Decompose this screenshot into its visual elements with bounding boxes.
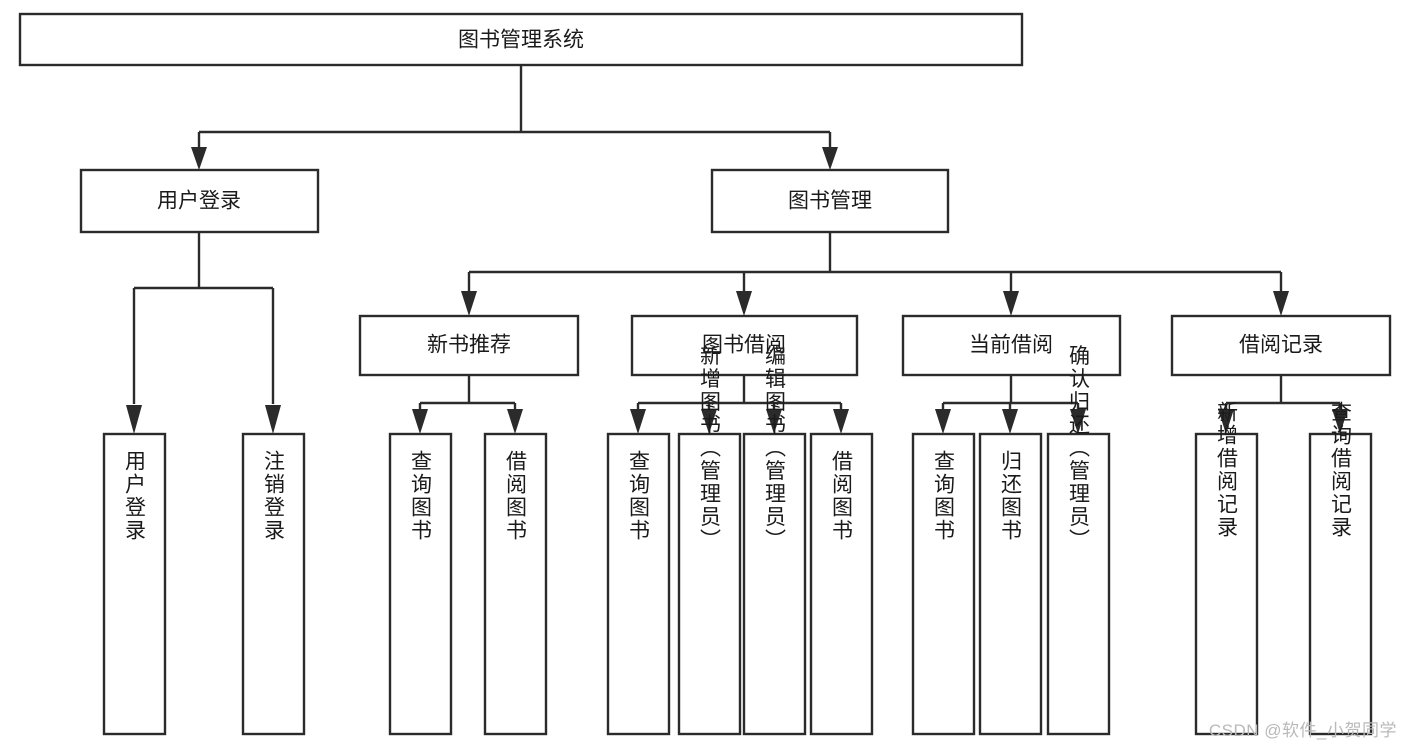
csdn-watermark: CSDN @软件_小贺同学 (1208, 721, 1397, 740)
node-leaf-query-book-2-box[interactable] (606, 432, 671, 736)
node-leaf-edit-book-label: 编辑图书（管理员） (763, 345, 787, 552)
node-leaf-confirm-return-box[interactable] (1046, 432, 1111, 736)
node-leaf-confirm-return-label: 确认归还（管理员） (1067, 345, 1091, 552)
node-book-borrow[interactable]: 图书借阅 (630, 314, 859, 377)
node-leaf-query-book-2-label: 查询图书 (627, 450, 651, 542)
node-leaf-borrow-book-1[interactable]: 借阅图书 (483, 432, 548, 736)
arrow-to-new-book-recommend (461, 291, 477, 316)
node-leaf-query-book-2[interactable]: 查询图书 (606, 432, 671, 736)
arrow-to-leaf-logout (265, 405, 281, 434)
arrow-to-borrow-record (1273, 291, 1289, 316)
arrow-to-book-borrow (736, 291, 752, 316)
arrow-to-leaf-borrow-book-1 (507, 409, 523, 434)
node-leaf-query-book-3-label: 查询图书 (932, 450, 956, 542)
node-book-manage[interactable]: 图书管理 (710, 168, 950, 234)
arrow-to-leaf-query-book-3 (935, 409, 951, 434)
node-leaf-add-book[interactable]: 新增图书（管理员） (677, 345, 742, 736)
node-root-box[interactable] (18, 12, 1024, 67)
arrow-to-leaf-return-book (1002, 409, 1018, 434)
node-leaf-user-login-box[interactable] (102, 432, 167, 736)
node-leaf-return-book-box[interactable] (978, 432, 1043, 736)
node-root[interactable]: 图书管理系统 (18, 12, 1024, 67)
node-leaf-add-record[interactable]: 新增借阅记录 (1194, 401, 1259, 736)
node-user-login-label: 用户登录 (157, 190, 241, 213)
arrow-to-leaf-edit-book (766, 409, 782, 434)
arrow-to-book-manage (822, 147, 838, 170)
node-current-borrow-box[interactable] (901, 314, 1122, 377)
arrow-to-user-login (191, 147, 207, 170)
node-new-book-recommend-box[interactable] (358, 314, 580, 377)
node-borrow-record-box[interactable] (1170, 314, 1392, 377)
node-new-book-recommend[interactable]: 新书推荐 (358, 314, 580, 377)
arrow-to-leaf-query-record (1332, 409, 1348, 434)
node-leaf-query-record-label: 查询借阅记录 (1329, 401, 1353, 539)
node-leaf-query-record[interactable]: 查询借阅记录 (1308, 401, 1373, 736)
node-leaf-borrow-book-2[interactable]: 借阅图书 (809, 432, 874, 736)
node-leaf-add-record-label: 新增借阅记录 (1215, 401, 1239, 539)
node-book-manage-label: 图书管理 (788, 190, 872, 213)
node-leaf-query-book-1[interactable]: 查询图书 (388, 432, 453, 736)
node-leaf-add-book-box[interactable] (677, 432, 742, 736)
node-leaf-query-book-1-label: 查询图书 (409, 450, 433, 542)
node-leaf-query-record-box[interactable] (1308, 432, 1373, 736)
node-leaf-edit-book-box[interactable] (742, 432, 807, 736)
arrow-to-leaf-confirm-return (1070, 409, 1086, 434)
node-book-borrow-box[interactable] (630, 314, 859, 377)
node-borrow-record-label: 借阅记录 (1239, 334, 1323, 357)
arrow-to-leaf-add-book (701, 409, 717, 434)
node-book-manage-box[interactable] (710, 168, 950, 234)
arrow-to-leaf-add-record (1218, 409, 1234, 434)
node-leaf-user-login-label: 用户登录 (123, 450, 147, 542)
node-leaf-borrow-book-2-box[interactable] (809, 432, 874, 736)
arrow-to-leaf-query-book-1 (412, 409, 428, 434)
arrow-to-current-borrow (1003, 291, 1019, 316)
node-leaf-query-book-1-box[interactable] (388, 432, 453, 736)
arrow-to-leaf-borrow-book-2 (833, 409, 849, 434)
node-book-borrow-label: 图书借阅 (702, 334, 786, 357)
node-leaf-borrow-book-2-label: 借阅图书 (830, 450, 854, 542)
node-root-label: 图书管理系统 (458, 29, 584, 52)
node-leaf-user-login[interactable]: 用户登录 (102, 432, 167, 736)
arrow-to-leaf-query-book-2 (630, 409, 646, 434)
node-leaf-return-book-label: 归还图书 (999, 450, 1023, 542)
node-leaf-return-book[interactable]: 归还图书 (978, 432, 1043, 736)
node-leaf-query-book-3-box[interactable] (911, 432, 976, 736)
node-user-login-box[interactable] (79, 168, 320, 234)
node-leaf-add-book-label: 新增图书（管理员） (698, 345, 722, 552)
node-borrow-record[interactable]: 借阅记录 (1170, 314, 1392, 377)
node-leaf-borrow-book-1-label: 借阅图书 (504, 450, 528, 542)
node-current-borrow[interactable]: 当前借阅 (901, 314, 1122, 377)
node-new-book-recommend-label: 新书推荐 (427, 334, 511, 357)
node-leaf-borrow-book-1-box[interactable] (483, 432, 548, 736)
arrow-to-leaf-user-login (126, 405, 142, 434)
node-leaf-logout[interactable]: 注销登录 (241, 432, 306, 736)
node-user-login[interactable]: 用户登录 (79, 168, 320, 234)
node-current-borrow-label: 当前借阅 (969, 334, 1053, 357)
node-leaf-add-record-box[interactable] (1194, 432, 1259, 736)
node-leaf-logout-box[interactable] (241, 432, 306, 736)
node-leaf-confirm-return[interactable]: 确认归还（管理员） (1046, 345, 1111, 736)
connector-group (126, 65, 1348, 434)
node-leaf-edit-book[interactable]: 编辑图书（管理员） (742, 345, 807, 736)
node-leaf-logout-label: 注销登录 (262, 450, 286, 542)
node-leaf-query-book-3[interactable]: 查询图书 (911, 432, 976, 736)
